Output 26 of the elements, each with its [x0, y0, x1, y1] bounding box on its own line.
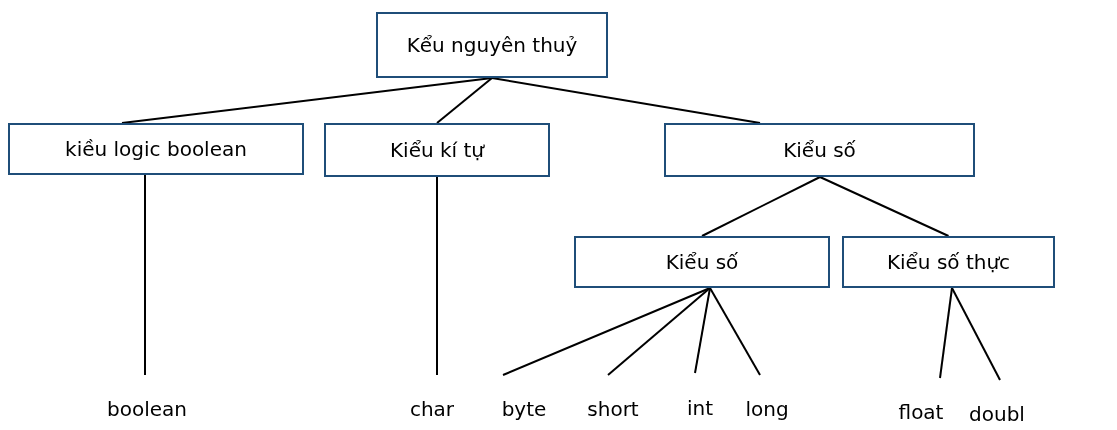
connector-line [436, 77, 493, 124]
connector-line [436, 176, 438, 376]
connector-line [939, 287, 953, 379]
type-label: boolean [92, 395, 202, 423]
type-label: int [680, 393, 720, 423]
connector-line [701, 176, 821, 237]
type-box: Kiểu số [574, 236, 830, 288]
type-label: char [402, 395, 462, 423]
connector-line [709, 287, 761, 376]
connector-line [951, 287, 1001, 381]
type-box: Kểu nguyên thuỷ [376, 12, 608, 78]
type-label: short [578, 395, 648, 423]
type-label: float [890, 398, 952, 426]
type-label: doubl [957, 400, 1037, 428]
type-box: Kiểu số [664, 123, 975, 177]
type-label: long [740, 395, 794, 423]
connector-line [491, 77, 761, 124]
connector-line [502, 287, 711, 376]
type-label: byte [494, 395, 554, 423]
connector-line [694, 287, 711, 374]
type-box: Kiểu kí tự [324, 123, 550, 177]
type-box: Kiểu số thực [842, 236, 1055, 288]
connector-line [607, 287, 711, 376]
type-box: kiều logic boolean [8, 123, 304, 175]
connector-line [819, 176, 950, 237]
connector-line [144, 174, 146, 376]
